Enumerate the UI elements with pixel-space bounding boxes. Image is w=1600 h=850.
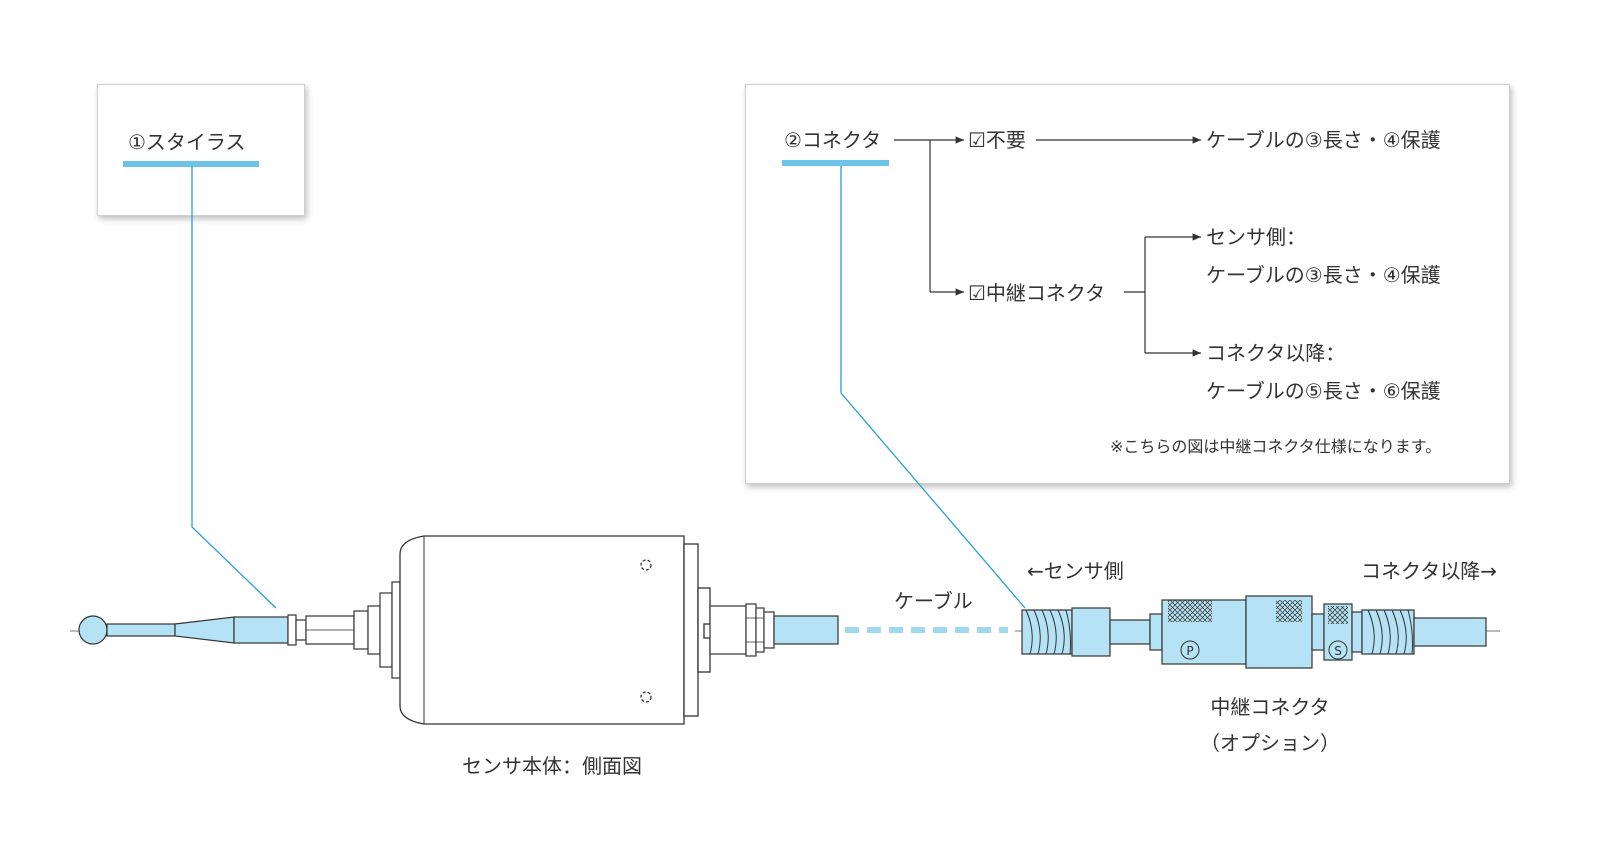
- relay-connector: P S: [1021, 595, 1487, 669]
- unneeded-result: ケーブルの③長さ・④保護: [1206, 128, 1441, 152]
- cable-gland: [709, 603, 775, 657]
- stylus-part: [78, 614, 297, 646]
- body-screw-bottom: [640, 691, 652, 703]
- sensor-body-caption: センサ本体：側面図: [462, 754, 642, 778]
- connector-after-arrow-label: コネクタ以降→: [1361, 559, 1497, 583]
- spec-note: ※こちらの図は中継コネクタ仕様になります。: [1110, 437, 1442, 456]
- plug-p-mark: P: [1186, 644, 1193, 658]
- sensor-nut: [353, 610, 369, 650]
- stylus-ball: [78, 615, 108, 645]
- after-connector-title: コネクタ以降：: [1206, 341, 1346, 365]
- stylus-label-underline: [123, 161, 259, 167]
- sensor-side-arrow-label: ←センサ側: [1027, 559, 1124, 583]
- stylus-leader-line: [191, 166, 277, 609]
- stylus-callout-box: ①スタイラス: [97, 84, 305, 216]
- connector-callout-box: ②コネクタ ☑不要 ケーブルの③長さ・④保護 ☑中継コネクタ センサ側： ケーブ…: [745, 84, 1510, 484]
- stylus-label: ①スタイラス: [128, 130, 246, 154]
- sensor-side-detail: ケーブルの③長さ・④保護: [1206, 263, 1441, 287]
- option-unneeded: ☑不要: [968, 128, 1026, 152]
- option-relay-connector: ☑中継コネクタ: [968, 281, 1106, 305]
- connector-label-underline: [782, 160, 889, 166]
- after-connector-detail: ケーブルの⑤長さ・⑥保護: [1206, 379, 1441, 403]
- cable-right: [1413, 617, 1487, 647]
- socket-s-mark: S: [1334, 644, 1342, 658]
- stylus-taper: [174, 616, 235, 644]
- cable-label: ケーブル: [894, 589, 973, 613]
- stylus-collar: [287, 614, 297, 646]
- relay-connector-option-caption: （オプション）: [1200, 731, 1340, 755]
- stylus-shaft: [106, 623, 176, 637]
- sensor-side-title: センサ側：: [1206, 225, 1306, 249]
- sensor-body: [399, 535, 715, 725]
- cable-left: [773, 615, 839, 645]
- stylus-holder: [233, 616, 289, 644]
- connector-leader-line: [840, 166, 1026, 609]
- body-screw-top: [640, 559, 652, 571]
- connector-mid-cable: [1109, 619, 1151, 645]
- sensor-mount: [295, 581, 401, 679]
- connector-label: ②コネクタ: [784, 128, 882, 152]
- relay-connector-caption: 中継コネクタ: [1210, 695, 1329, 719]
